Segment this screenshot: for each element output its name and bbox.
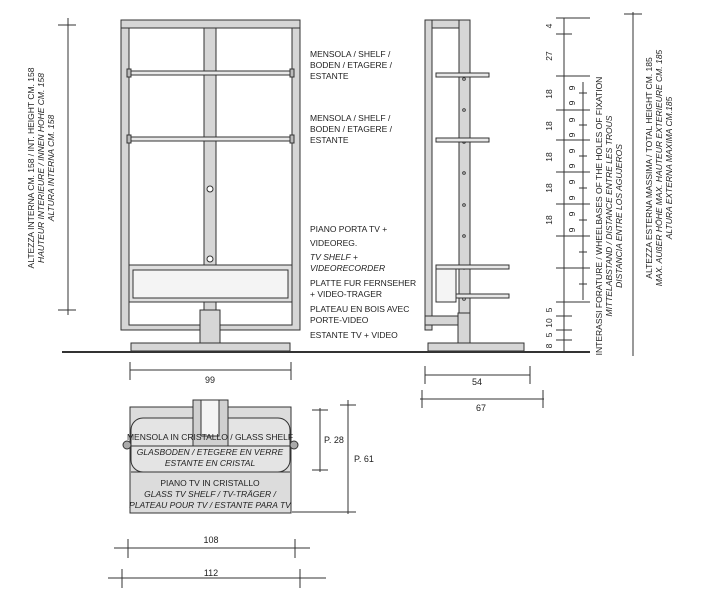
scale-inner-labels: 9 9 9 9 9 9 9 9 9 9 <box>567 85 577 232</box>
svg-text:9: 9 <box>567 227 577 232</box>
svg-text:ESTANTE TV + VIDEO: ESTANTE TV + VIDEO <box>310 330 398 340</box>
svg-text:GLASBODEN / ETEGERE EN VERRE: GLASBODEN / ETEGERE EN VERRE <box>137 447 284 457</box>
svg-text:ESTANTE EN CRISTAL: ESTANTE EN CRISTAL <box>165 458 256 468</box>
height-scale <box>556 17 590 352</box>
svg-text:MENSOLA IN CRISTALLO / GLASS S: MENSOLA IN CRISTALLO / GLASS SHELF <box>127 432 293 442</box>
svg-text:PLATTE FUR FERNSEHER: PLATTE FUR FERNSEHER <box>310 278 416 288</box>
shelf-label-2: MENSOLA / SHELF / BODEN / ETAGERE / ESTA… <box>310 113 393 145</box>
svg-text:18: 18 <box>544 215 554 225</box>
glass-shelf-label: MENSOLA IN CRISTALLO / GLASS SHELF GLASB… <box>127 432 293 468</box>
svg-text:DISTANCIA ENTRE LOS AGUJEROS: DISTANCIA ENTRE LOS AGUJEROS <box>614 144 624 288</box>
plan-depth-dimension-2: P. 61 <box>354 454 374 464</box>
svg-text:INTERASSI FORATURE / WHEELBASE: INTERASSI FORATURE / WHEELBASES OF THE H… <box>594 77 604 356</box>
svg-text:BODEN / ETAGERE /: BODEN / ETAGERE / <box>310 124 393 134</box>
plan-view <box>108 399 356 588</box>
svg-text:ESTANTE: ESTANTE <box>310 71 349 81</box>
side-depth-dimension-1: 54 <box>472 377 482 387</box>
svg-text:MAX. AUßER HÖHE MAX. HAUTEUR E: MAX. AUßER HÖHE MAX. HAUTEUR EXTERIEURE … <box>654 50 664 287</box>
plan-width-dimension-1: 108 <box>203 535 218 545</box>
svg-text:9: 9 <box>567 195 577 200</box>
svg-text:18: 18 <box>544 152 554 162</box>
svg-text:18: 18 <box>544 183 554 193</box>
side-depth-dimension-2: 67 <box>476 403 486 413</box>
svg-text:9: 9 <box>567 100 577 105</box>
svg-text:HAUTEUR INTERIEURE / INNEN HOH: HAUTEUR INTERIEURE / INNEN HOHE CM. 158 <box>36 73 46 263</box>
plan-width-dimension-2: 112 <box>204 568 218 578</box>
svg-text:ESTANTE: ESTANTE <box>310 135 349 145</box>
shelf-label-1: MENSOLA / SHELF / BODEN / ETAGERE / ESTA… <box>310 49 393 81</box>
svg-text:10: 10 <box>544 318 554 328</box>
svg-text:ALTURA INTERNA CM. 158: ALTURA INTERNA CM. 158 <box>46 115 56 223</box>
svg-text:ALTURA EXTERNA MAXIMA CM.185: ALTURA EXTERNA MAXIMA CM.185 <box>664 96 674 240</box>
svg-text:5: 5 <box>544 332 554 337</box>
svg-text:4: 4 <box>544 23 554 28</box>
side-view <box>420 19 544 408</box>
tv-shelf-label: PIANO PORTA TV + VIDEOREG. TV SHELF + VI… <box>310 224 416 340</box>
svg-text:PORTE-VIDEO: PORTE-VIDEO <box>310 315 369 325</box>
hole-spacing-text: INTERASSI FORATURE / WHEELBASES OF THE H… <box>594 77 624 356</box>
front-width-dimension: 99 <box>205 375 215 385</box>
total-height-dimension <box>624 12 642 356</box>
svg-text:MITTELABSTAND / DISTANCE ENTRE: MITTELABSTAND / DISTANCE ENTRE LES TROUS <box>604 115 614 316</box>
svg-text:9: 9 <box>567 163 577 168</box>
scale-outer-labels: 4 27 18 18 18 18 18 5 10 5 8 <box>544 23 554 348</box>
svg-text:PIANO TV IN CRISTALLO: PIANO TV IN CRISTALLO <box>160 478 260 488</box>
svg-text:MENSOLA / SHELF /: MENSOLA / SHELF / <box>310 113 391 123</box>
svg-text:PLATEAU EN BOIS AVEC: PLATEAU EN BOIS AVEC <box>310 304 409 314</box>
svg-text:MENSOLA / SHELF /: MENSOLA / SHELF / <box>310 49 391 59</box>
svg-text:9: 9 <box>567 117 577 122</box>
plan-depth-dimension-1: P. 28 <box>324 435 344 445</box>
svg-text:VIDEOREG.: VIDEOREG. <box>310 238 357 248</box>
front-view <box>58 18 590 380</box>
svg-text:27: 27 <box>544 51 554 61</box>
svg-text:9: 9 <box>567 148 577 153</box>
svg-text:9: 9 <box>567 85 577 90</box>
svg-text:VIDEORECORDER: VIDEORECORDER <box>310 263 385 273</box>
svg-text:PIANO PORTA TV +: PIANO PORTA TV + <box>310 224 387 234</box>
svg-text:9: 9 <box>567 132 577 137</box>
internal-height-text: ALTEZZA INTERNA CM. 158 / INT. HEIGHT CM… <box>26 67 56 268</box>
svg-text:9: 9 <box>567 211 577 216</box>
svg-text:+ VIDEO-TRAGER: + VIDEO-TRAGER <box>310 289 382 299</box>
total-height-text: ALTEZZA ESTERNA MASSIMA / TOTAL HEIGHT C… <box>644 50 674 287</box>
svg-text:PLATEAU POUR TV / ESTANTE PARA: PLATEAU POUR TV / ESTANTE PARA TV <box>129 500 292 510</box>
svg-text:9: 9 <box>567 179 577 184</box>
svg-text:ALTEZZA INTERNA CM. 158 / INT.: ALTEZZA INTERNA CM. 158 / INT. HEIGHT CM… <box>26 67 36 268</box>
svg-text:TV SHELF +: TV SHELF + <box>310 252 358 262</box>
svg-text:ALTEZZA ESTERNA MASSIMA / TOTA: ALTEZZA ESTERNA MASSIMA / TOTAL HEIGHT C… <box>644 57 654 279</box>
svg-text:5: 5 <box>544 307 554 312</box>
svg-text:GLASS TV SHELF / TV-TRÄGER /: GLASS TV SHELF / TV-TRÄGER / <box>144 489 277 499</box>
svg-text:18: 18 <box>544 121 554 131</box>
svg-text:8: 8 <box>544 343 554 348</box>
svg-text:BODEN / ETAGERE /: BODEN / ETAGERE / <box>310 60 393 70</box>
tv-plane-label: PIANO TV IN CRISTALLO GLASS TV SHELF / T… <box>129 478 292 510</box>
svg-text:18: 18 <box>544 89 554 99</box>
